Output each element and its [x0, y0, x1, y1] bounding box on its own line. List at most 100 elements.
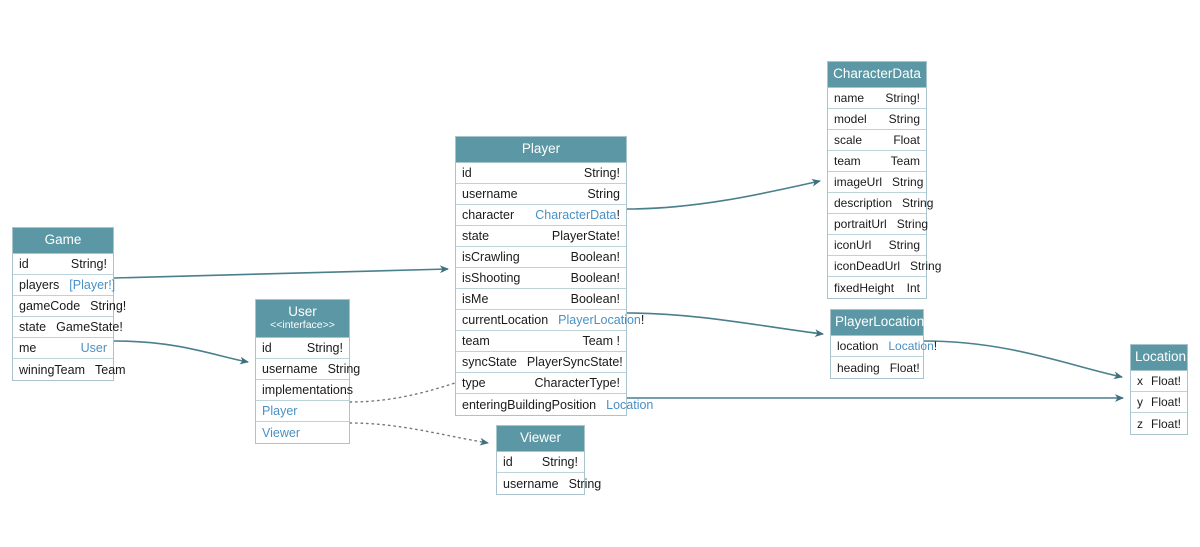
field-row[interactable]: character CharacterData!	[456, 205, 626, 226]
field-type[interactable]: Location!	[888, 339, 938, 353]
field-type: PlayerSyncState!	[526, 355, 623, 369]
field-row[interactable]: team Team !	[456, 331, 626, 352]
field-row[interactable]: syncState PlayerSyncState!	[456, 352, 626, 373]
field-row[interactable]: isShooting Boolean!	[456, 268, 626, 289]
implementations-label: implementations	[262, 383, 354, 397]
field-row[interactable]: team Team	[828, 151, 926, 172]
field-name: state	[462, 229, 490, 243]
edge-game-me-to-user	[113, 340, 249, 365]
field-type: Int	[906, 280, 920, 295]
field-name: isShooting	[462, 271, 521, 285]
field-row[interactable]: username String	[497, 473, 601, 494]
field-row[interactable]: y Float!	[1131, 392, 1187, 413]
field-name: isCrawling	[462, 250, 520, 264]
entity-location-title: Location	[1131, 345, 1187, 371]
field-type: String	[902, 196, 934, 210]
field-row[interactable]: imageUrl String	[828, 172, 926, 193]
field-row[interactable]: portraitUrl String	[828, 214, 929, 235]
field-type[interactable]: PlayerLocation!	[558, 313, 645, 327]
entity-user[interactable]: User <<interface>> id String! username S…	[255, 299, 360, 444]
field-row[interactable]: iconDeadUrl String	[828, 256, 941, 277]
field-row[interactable]: type CharacterType!	[456, 373, 626, 394]
field-row[interactable]: location Location!	[831, 336, 937, 357]
field-type[interactable]: Location	[606, 397, 654, 412]
field-row[interactable]: id String!	[256, 338, 349, 359]
field-row[interactable]: username String	[256, 359, 360, 380]
field-type: String!	[90, 299, 127, 313]
field-name: iconDeadUrl	[834, 259, 901, 273]
entity-user-stereotype: <<interface>>	[270, 319, 335, 331]
field-type: GameState!	[56, 320, 123, 334]
field-name: isMe	[462, 292, 489, 306]
field-row[interactable]: players [Player!]	[13, 275, 116, 296]
field-type[interactable]: CharacterData!	[535, 208, 620, 222]
field-type: String	[910, 259, 942, 273]
field-row[interactable]: state PlayerState!	[456, 226, 626, 247]
field-row[interactable]: me User	[13, 338, 113, 359]
field-row[interactable]: id String!	[497, 452, 584, 473]
field-type: String!	[70, 257, 107, 271]
field-row[interactable]: model String	[828, 109, 926, 130]
field-row[interactable]: description String	[828, 193, 933, 214]
entity-player-location[interactable]: PlayerLocation location Location! headin…	[830, 309, 937, 379]
field-name: id	[503, 455, 513, 469]
field-row[interactable]: z Float!	[1131, 413, 1187, 434]
implementation-name: Viewer	[262, 425, 300, 440]
field-name: model	[834, 112, 867, 126]
field-row[interactable]: currentLocation PlayerLocation!	[456, 310, 644, 331]
field-name: z	[1137, 416, 1143, 431]
field-name: name	[834, 91, 865, 105]
implementation-item-viewer[interactable]: Viewer	[256, 422, 349, 443]
field-row[interactable]: id String!	[13, 254, 113, 275]
non-null-marker: !	[616, 208, 620, 222]
field-row[interactable]: iconUrl String	[828, 235, 926, 256]
entity-viewer[interactable]: Viewer id String! username String	[496, 425, 601, 495]
field-name: iconUrl	[834, 238, 872, 252]
field-name: username	[503, 476, 559, 491]
entity-player[interactable]: Player id String! username String charac…	[455, 136, 653, 416]
field-row[interactable]: name String!	[828, 88, 926, 109]
implementations-header: implementations	[256, 380, 354, 401]
field-row[interactable]: fixedHeight Int	[828, 277, 926, 298]
field-name: type	[462, 376, 486, 390]
field-row[interactable]: winingTeam Team	[13, 359, 126, 380]
entity-player-location-title: PlayerLocation	[831, 310, 924, 336]
field-row[interactable]: isMe Boolean!	[456, 289, 626, 310]
entity-character-data-title: CharacterData	[828, 62, 926, 88]
field-type: String!	[541, 455, 578, 469]
field-row[interactable]: enteringBuildingPosition Location	[456, 394, 653, 415]
field-name: winingTeam	[19, 362, 86, 377]
field-row[interactable]: x Float!	[1131, 371, 1187, 392]
field-row[interactable]: scale Float	[828, 130, 926, 151]
non-null-marker: !	[640, 313, 645, 327]
field-row[interactable]: heading Float!	[831, 357, 923, 378]
field-row[interactable]: username String	[456, 184, 626, 205]
edge-user-implements-viewer	[349, 422, 489, 446]
field-type: Float!	[889, 360, 920, 375]
field-name: username	[262, 362, 318, 376]
field-type: Boolean!	[570, 292, 620, 306]
implementation-item-player[interactable]: Player	[256, 401, 349, 422]
entity-character-data[interactable]: CharacterData name String! model String …	[827, 61, 941, 299]
field-type: String	[896, 217, 929, 231]
field-row[interactable]: gameCode String!	[13, 296, 126, 317]
field-name: currentLocation	[462, 313, 549, 327]
field-type[interactable]: [Player!]	[69, 278, 116, 292]
edge-game-players-to-player	[113, 265, 449, 279]
entity-location[interactable]: Location x Float! y Float! z Float!	[1130, 344, 1188, 435]
field-row[interactable]: id String!	[456, 163, 626, 184]
field-type[interactable]: User	[80, 341, 107, 355]
field-type: CharacterType!	[534, 376, 620, 390]
field-type: Boolean!	[570, 250, 620, 264]
field-row[interactable]: isCrawling Boolean!	[456, 247, 626, 268]
entity-game-title: Game	[13, 228, 113, 254]
field-type: String	[568, 476, 602, 491]
field-name: heading	[837, 360, 880, 375]
entity-game[interactable]: Game id String! players [Player!] gameCo…	[12, 227, 126, 381]
field-type: String	[888, 238, 920, 252]
field-row[interactable]: state GameState!	[13, 317, 123, 338]
field-type: PlayerState!	[551, 229, 620, 243]
field-type: String!	[583, 166, 620, 180]
field-name: id	[462, 166, 472, 180]
